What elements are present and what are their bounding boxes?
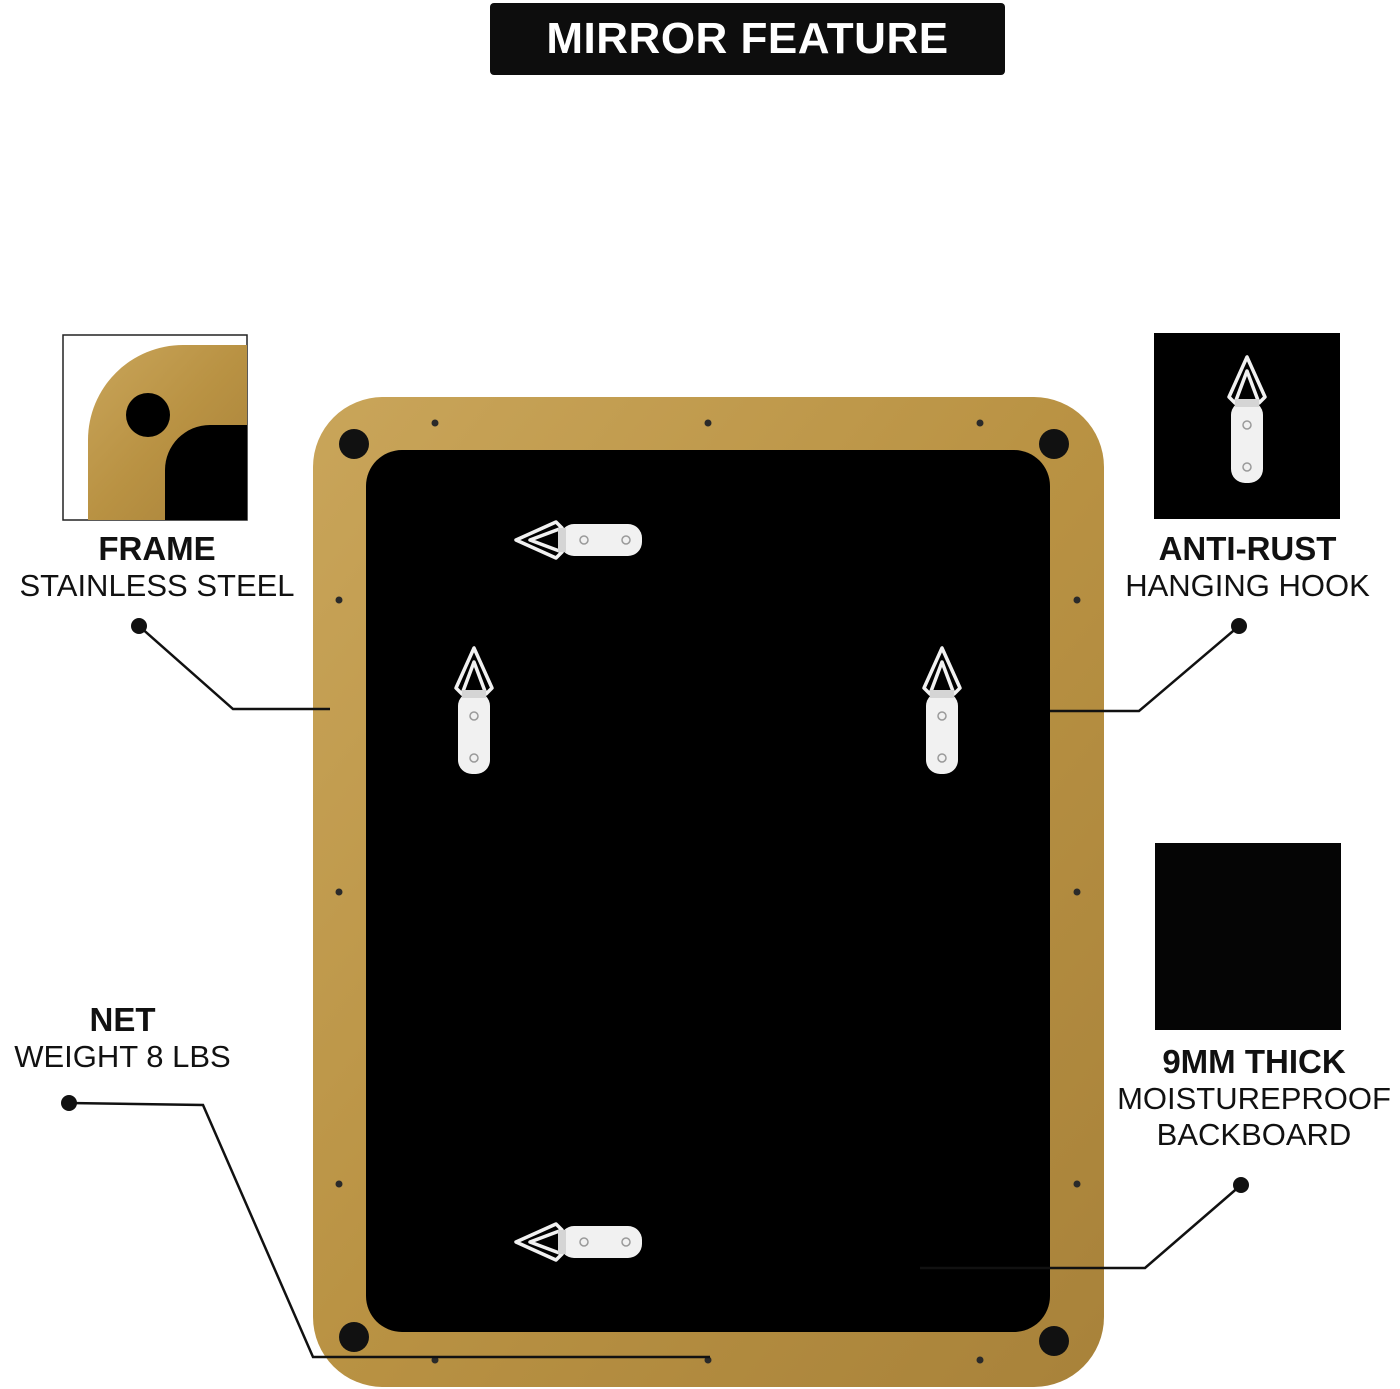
- title-banner: MIRROR FEATURE: [490, 3, 1005, 75]
- weight-text: WEIGHT 8 LBS: [14, 1038, 231, 1074]
- page-title: MIRROR FEATURE: [546, 14, 949, 63]
- frame-text: STAINLESS STEEL: [19, 567, 295, 603]
- hook-heading: ANTI-RUST: [1158, 530, 1337, 567]
- hook-thumbnail: [1154, 333, 1340, 519]
- hook-label: ANTI-RUST HANGING HOOK: [1105, 530, 1390, 604]
- backboard-text-2: BACKBOARD: [1156, 1116, 1352, 1152]
- callout-lines: [68, 625, 1242, 1359]
- backboard-label: 9MM THICK MOISTUREPROOF BACKBOARD: [1108, 1043, 1400, 1152]
- callout-dots: [61, 618, 1249, 1193]
- weight-label: NET WEIGHT 8 LBS: [0, 1001, 245, 1075]
- hook-text: HANGING HOOK: [1125, 567, 1370, 603]
- corner-bumper: [339, 1322, 369, 1352]
- corner-bumper: [1039, 429, 1069, 459]
- backboard-thumbnail: [1155, 843, 1341, 1030]
- backboard-heading: 9MM THICK: [1162, 1043, 1346, 1080]
- corner-bumper: [339, 429, 369, 459]
- frame-label: FRAME STAINLESS STEEL: [0, 530, 314, 604]
- corner-bumper: [1039, 1326, 1069, 1356]
- frame-thumbnail: [62, 334, 248, 521]
- frame-screws: [335, 419, 1081, 1364]
- frame-heading: FRAME: [98, 530, 216, 567]
- backboard-text-1: MOISTUREPROOF: [1117, 1080, 1391, 1116]
- mirror-backboard: [366, 450, 1050, 1332]
- weight-heading: NET: [89, 1001, 156, 1038]
